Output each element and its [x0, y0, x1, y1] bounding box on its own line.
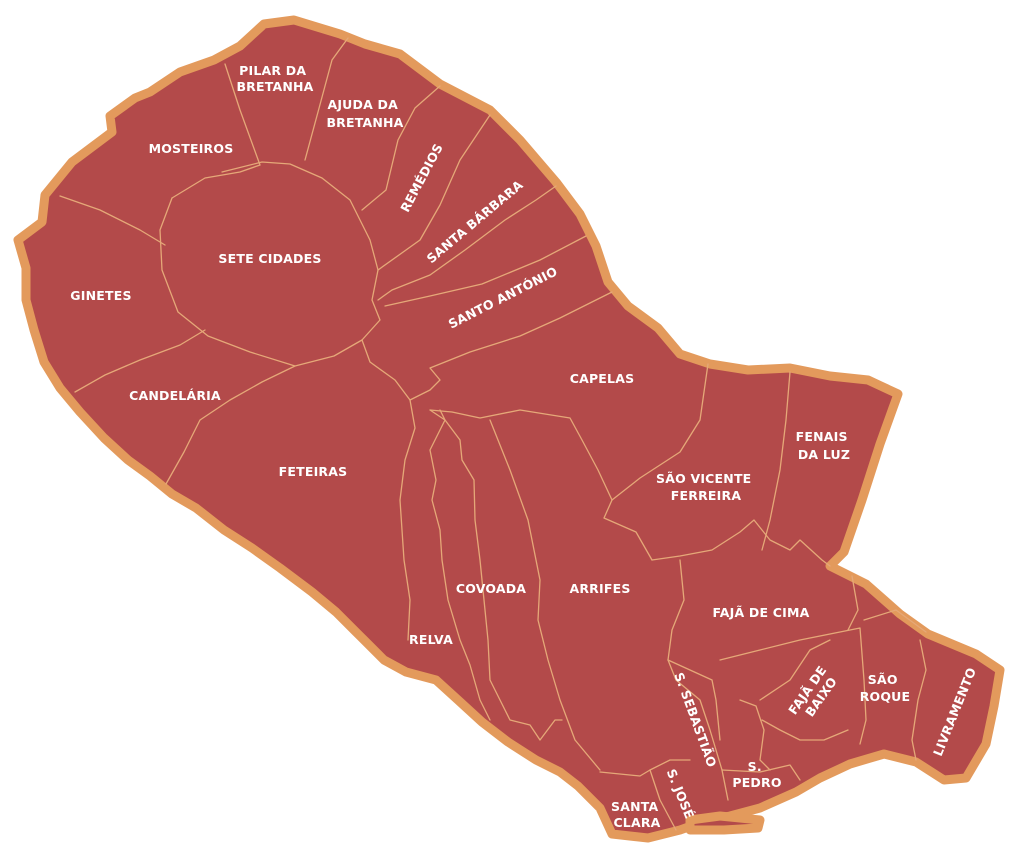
label-sao-roque[interactable]: SÃO ROQUE — [860, 672, 911, 704]
label-santa-clara[interactable]: SANTA CLARA — [611, 799, 663, 830]
coastline-tip — [685, 811, 765, 835]
label-ginetes[interactable]: GINETES — [70, 288, 131, 303]
label-relva[interactable]: RELVA — [409, 632, 453, 647]
label-fenais-da-luz[interactable]: FENAIS DA LUZ — [796, 429, 853, 462]
label-ajuda-da-bretanha[interactable]: AJUDA DA BRETANHA — [326, 97, 403, 130]
label-candelaria[interactable]: CANDELÁRIA — [129, 388, 221, 403]
label-covoada[interactable]: COVOADA — [456, 581, 526, 596]
coastline — [13, 15, 1005, 843]
label-feteiras[interactable]: FETEIRAS — [279, 464, 348, 479]
label-mosteiros[interactable]: MOSTEIROS — [149, 141, 234, 156]
label-sao-vicente-ferreira[interactable]: SÃO VICENTE FERREIRA — [656, 471, 756, 503]
label-s-pedro[interactable]: S. PEDRO — [732, 759, 781, 790]
label-capelas[interactable]: CAPELAS — [570, 371, 635, 386]
label-sete-cidades[interactable]: SETE CIDADES — [218, 251, 321, 266]
parish-borders — [59, 37, 927, 831]
label-faja-de-cima[interactable]: FAJÃ DE CIMA — [712, 605, 809, 620]
label-arrifes[interactable]: ARRIFES — [569, 581, 630, 596]
label-pilar-da-bretanha[interactable]: PILAR DA BRETANHA — [236, 63, 313, 94]
